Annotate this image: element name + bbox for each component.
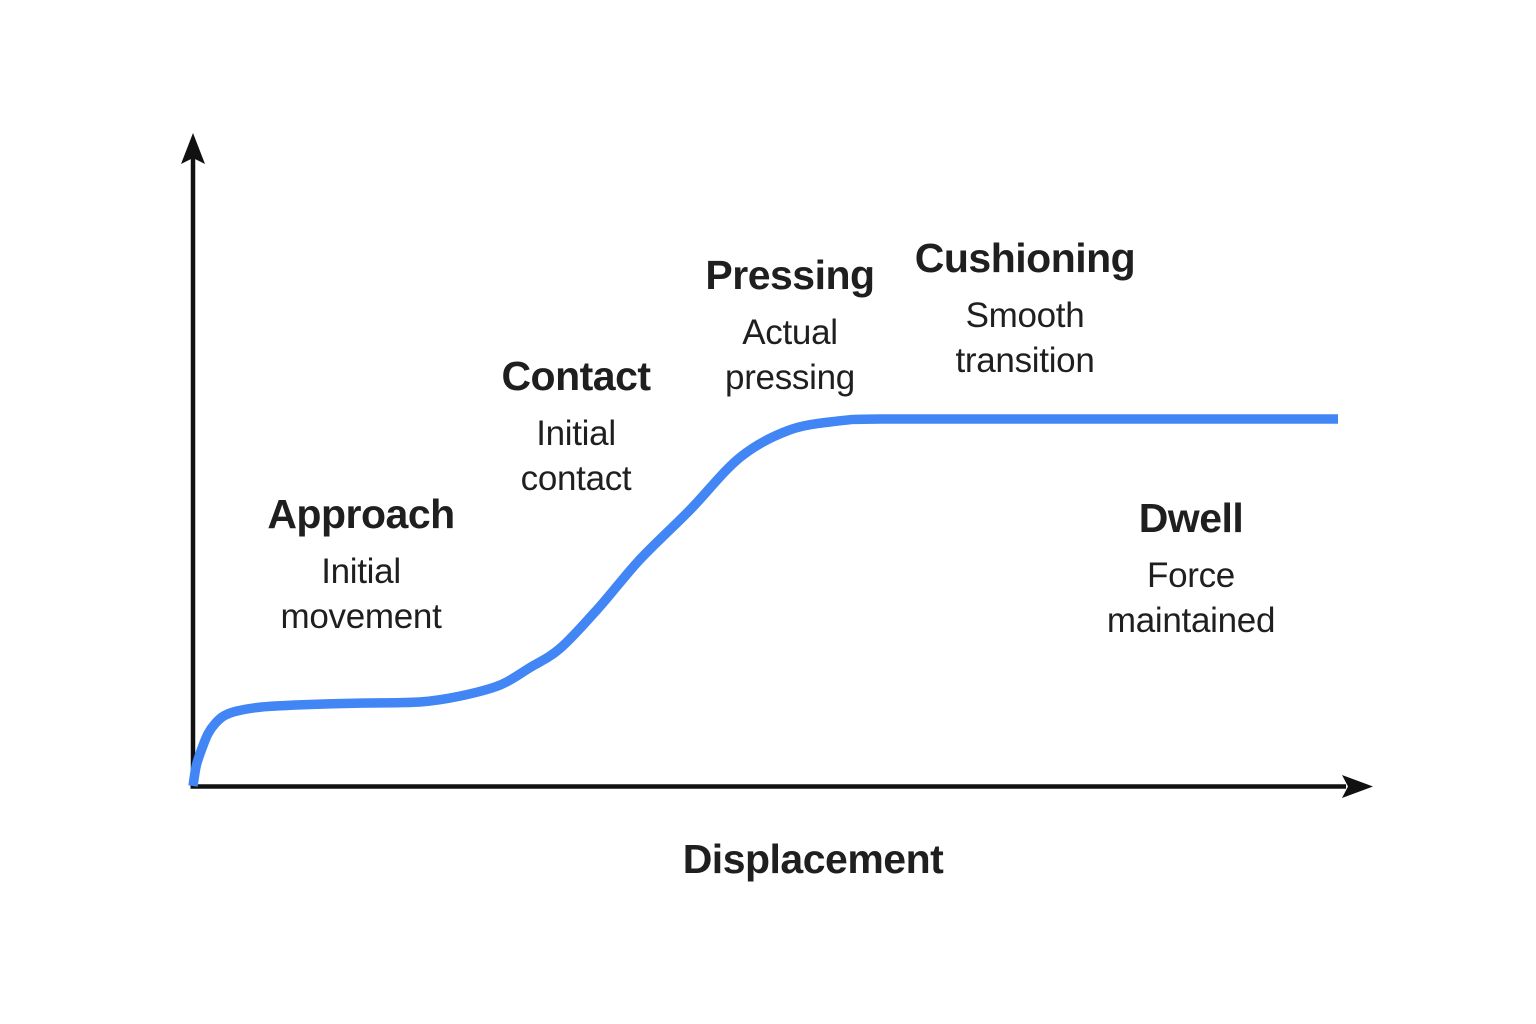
phase-label-approach: Approach Initial movement	[267, 489, 455, 639]
force-curve	[188, 414, 1338, 787]
phase-description: Initial movement	[280, 552, 442, 636]
x-axis-arrowhead-icon	[1342, 775, 1373, 798]
phase-label-pressing: Pressing Actual pressing	[705, 250, 875, 400]
phase-title: Pressing	[705, 252, 875, 298]
phase-description: Force maintained	[1106, 556, 1276, 640]
x-axis-label: Displacement	[682, 836, 944, 882]
y-axis-arrowhead-icon	[181, 133, 205, 164]
phase-title: Approach	[267, 491, 455, 537]
phase-description: Smooth transition	[955, 296, 1095, 380]
phase-description: Actual pressing	[725, 313, 855, 397]
phase-description: Initial contact	[520, 414, 632, 498]
phase-title: Dwell	[1138, 495, 1244, 541]
phase-label-cushioning: Cushioning Smooth transition	[914, 233, 1136, 383]
phase-title: Cushioning	[914, 235, 1136, 281]
phase-title: Contact	[501, 353, 651, 399]
phase-label-contact: Contact Initial contact	[501, 351, 651, 501]
phase-label-dwell: Dwell Force maintained	[1106, 493, 1276, 643]
